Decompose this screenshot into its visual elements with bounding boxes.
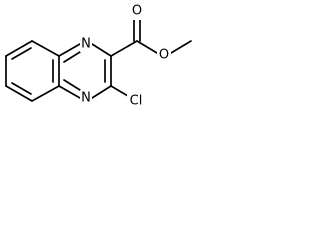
- atom-label-n4: N: [81, 91, 91, 106]
- bond-c3-n4: [91, 85, 112, 99]
- bond-inner-c8a-n1: [63, 51, 81, 63]
- bond-n4-c4a: [58, 85, 81, 99]
- atom-label-n1: N: [81, 37, 91, 52]
- ester-group: [110, 16, 192, 57]
- atom-label-o-carbonyl: O: [132, 4, 142, 19]
- bond-o-methyl: [170, 40, 192, 54]
- bond-c3-cl: [110, 85, 129, 97]
- bond-c8a-c8: [31, 40, 60, 57]
- bond-c8-c7: [5, 40, 33, 57]
- benzo-ring: [5, 40, 60, 102]
- bond-inner-c8-c7: [11, 47, 32, 60]
- molecule-structure: N N O O Cl: [5, 3, 192, 110]
- atom-o-carbonyl: O: [131, 3, 143, 20]
- bond-c5-c4a: [31, 85, 60, 102]
- bond-c6-c5: [5, 85, 33, 102]
- bond-n1-c2: [91, 43, 112, 57]
- atom-n4: N: [80, 90, 92, 107]
- bond-c2-carbonyl: [110, 40, 138, 57]
- atom-cl: Cl: [127, 93, 145, 110]
- bond-inner-c6-c5: [11, 82, 32, 95]
- bond-inner-n4-c4a: [63, 79, 81, 91]
- atom-n1: N: [80, 35, 92, 52]
- atom-label-o-ester: O: [159, 48, 169, 63]
- bond-c8a-n1: [58, 43, 81, 57]
- atom-label-cl: Cl: [130, 94, 143, 109]
- bond-carbonyl-o-ester: [136, 40, 158, 54]
- pyrazine-ring: [58, 43, 112, 99]
- atom-o-ester: O: [157, 46, 171, 63]
